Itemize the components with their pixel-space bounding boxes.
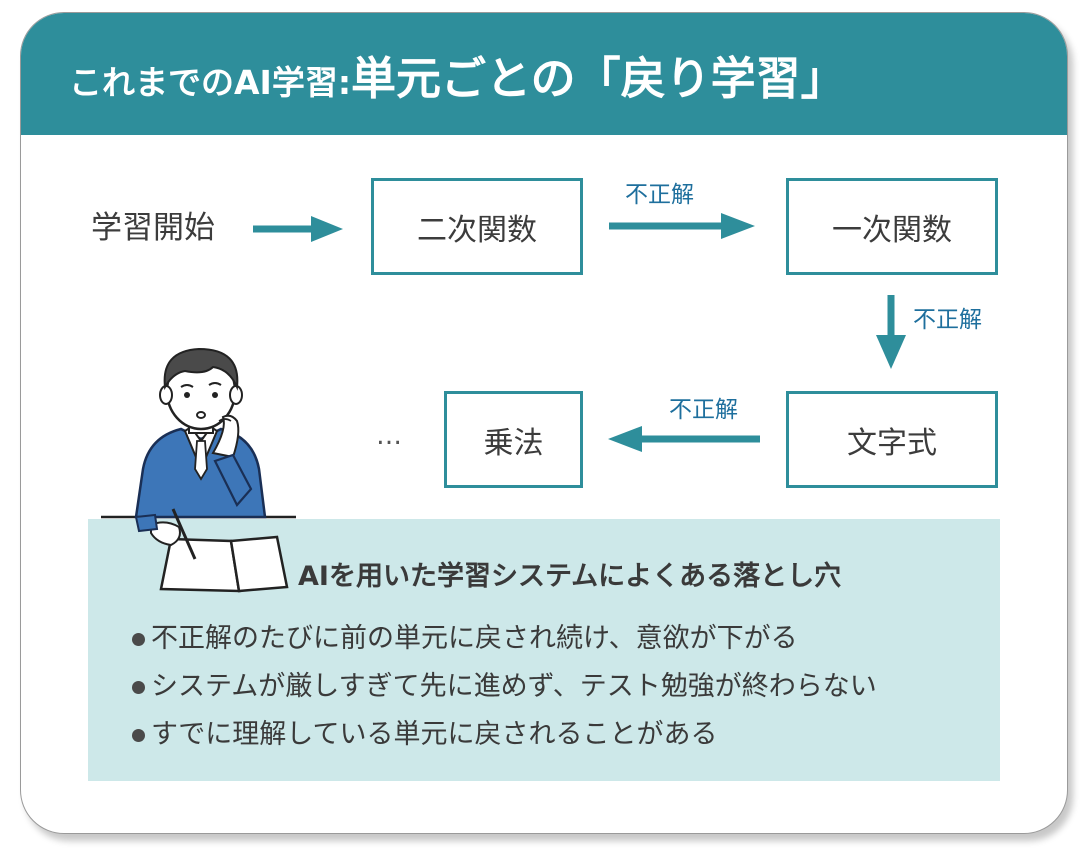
pitfalls-title: AIを用いた学習システムによくある落とし穴: [298, 561, 842, 592]
title-banner: これまでのAI学習:単元ごとの「戻り学習」: [21, 13, 1067, 135]
pitfall-text: システムが厳しすぎて先に進めず、テスト勉強が終わらない: [151, 671, 877, 702]
node-linear-function: 一次関数: [786, 178, 998, 275]
edge-label-1: 不正解: [625, 182, 694, 208]
infographic-card: これまでのAI学習:単元ごとの「戻り学習」 学習開始 二次関数 不正解 一次関数…: [20, 12, 1068, 834]
bullet-icon: [132, 632, 145, 646]
bullet-icon: [132, 728, 145, 742]
edge-label-3: 不正解: [669, 397, 738, 423]
title-prefix: これまでのAI学習:: [69, 62, 352, 102]
arrow-quadratic-to-linear: [609, 213, 755, 239]
node-multiplication: 乗法: [444, 391, 583, 488]
arrow-start-to-quadratic: [253, 216, 343, 242]
start-label: 学習開始: [91, 210, 215, 246]
list-item: 不正解のたびに前の単元に戻され続け、意欲が下がる: [132, 615, 877, 663]
arrow-expression-to-multiplication: [608, 426, 760, 452]
ellipsis: …: [376, 421, 402, 451]
arrow-linear-to-expression: [876, 295, 906, 369]
title-main: 単元ごとの「戻り学習」: [351, 51, 846, 105]
node-quadratic-function: 二次関数: [371, 178, 583, 275]
bullet-icon: [132, 680, 145, 694]
pitfall-text: すでに理解している単元に戻されることがある: [151, 719, 718, 750]
node-literal-expression: 文字式: [786, 391, 998, 488]
thinking-student-illustration: [101, 347, 296, 593]
list-item: すでに理解している単元に戻されることがある: [132, 711, 877, 759]
edge-label-2: 不正解: [913, 307, 982, 333]
pitfalls-list: 不正解のたびに前の単元に戻され続け、意欲が下がる システムが厳しすぎて先に進めず…: [132, 615, 877, 759]
pitfall-text: 不正解のたびに前の単元に戻され続け、意欲が下がる: [151, 623, 798, 654]
list-item: システムが厳しすぎて先に進めず、テスト勉強が終わらない: [132, 663, 877, 711]
page-title: これまでのAI学習:単元ごとの「戻り学習」: [69, 42, 846, 107]
